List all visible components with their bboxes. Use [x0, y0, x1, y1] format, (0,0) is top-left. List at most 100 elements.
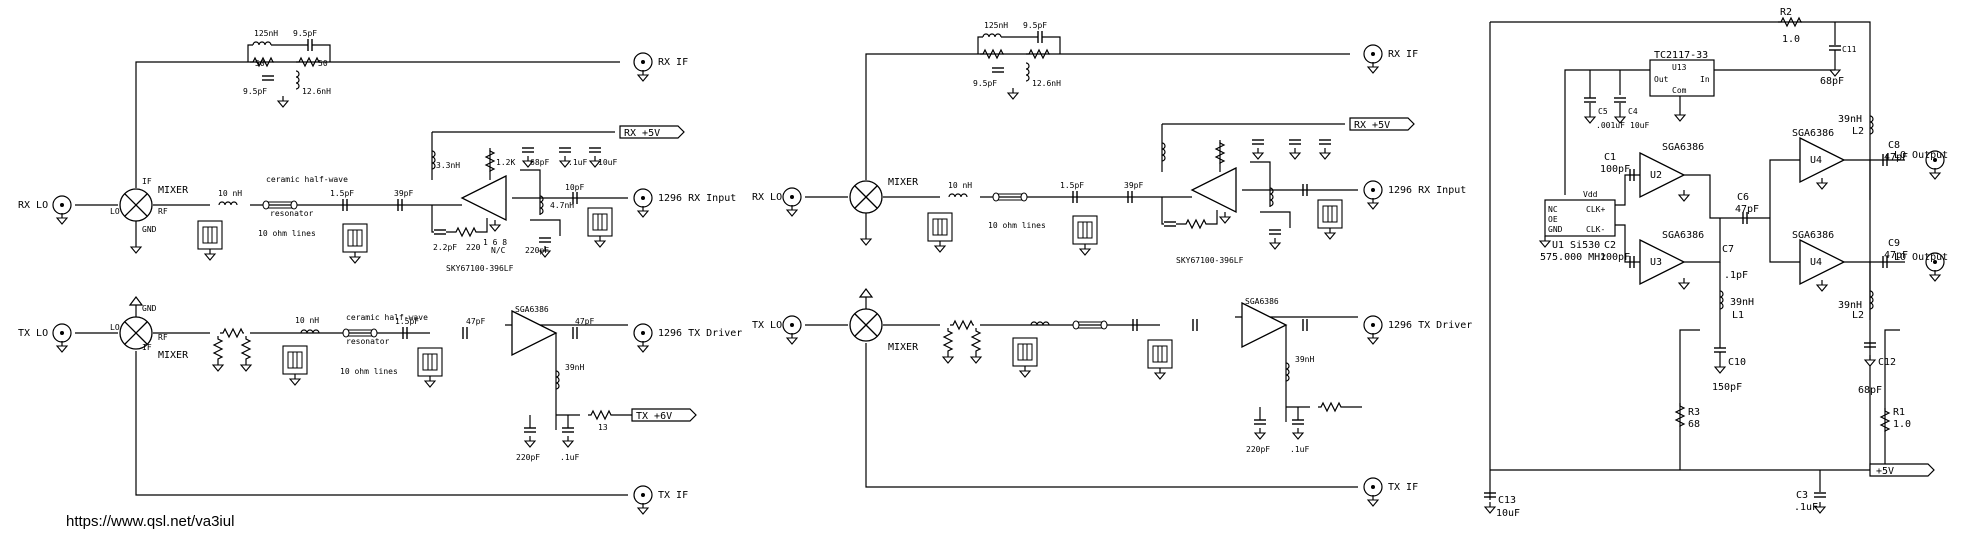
u13-chip-label: TC2117-33	[1654, 50, 1708, 61]
l33-label: 3.3nH	[436, 161, 460, 170]
u4b-label: U4	[1810, 257, 1822, 268]
freq-label: 575.000 MHz	[1540, 252, 1606, 263]
resonator-tx-label: resonator	[346, 337, 390, 346]
lo-pin-label-tx: LO	[110, 323, 120, 332]
u2-label: U2	[1650, 170, 1662, 181]
c15-label-b: 1.5pF	[1060, 181, 1084, 190]
tx-lo-label-b: TX LO	[752, 320, 782, 331]
c47b-label: 47pF	[575, 317, 594, 326]
nc-pin-label: NC	[1548, 205, 1558, 214]
pins168-label: 1 6 8	[483, 238, 507, 247]
l39-label: 39nH	[565, 363, 584, 372]
in-pin-label: In	[1700, 75, 1710, 84]
l10nh-label: 10 nH	[218, 189, 242, 198]
sga-label-b: SGA6386	[1245, 297, 1279, 306]
lo-pin-label: LO	[110, 207, 120, 216]
mixer-label-b: MIXER	[888, 177, 919, 188]
l125-label-b: 125nH	[984, 21, 1008, 30]
mixer-label-tx-b: MIXER	[888, 342, 919, 353]
c1-value: 100pF	[1600, 164, 1630, 175]
r50b-label: 50	[318, 59, 328, 68]
gnd-pin-label-u1: GND	[1548, 225, 1563, 234]
c95a-label: 9.5pF	[293, 29, 317, 38]
c12-label: C12	[1878, 357, 1896, 368]
sga-u4b-label: SGA6386	[1792, 230, 1834, 241]
sky-chip-label: SKY67100-396LF	[446, 264, 514, 273]
c3-label: C3	[1796, 490, 1808, 501]
c6-value: 47pF	[1735, 204, 1759, 215]
r12k-label: 1.2K	[496, 158, 515, 167]
c9-value: 47pF	[1884, 250, 1908, 261]
com-pin-label: Com	[1672, 86, 1687, 95]
oe-pin-label: OE	[1548, 215, 1558, 224]
tx-driver-label: 1296 TX Driver	[658, 328, 742, 339]
l2b-label: L2	[1852, 310, 1864, 321]
lo-output-2-label: LO Output	[1894, 252, 1948, 263]
c220b-label: 220pF	[516, 453, 540, 462]
lo-output-1-label: LO Output	[1894, 150, 1948, 161]
tx-driver-label-b: 1296 TX Driver	[1388, 320, 1472, 331]
c2-label: C2	[1604, 240, 1616, 251]
c3-value: .1uF	[1794, 502, 1818, 513]
rf-pin-label-tx: RF	[158, 333, 168, 342]
lo-board-section: R2 1.0 C11 68pF TC2117-33 U13 Out In Com…	[1483, 7, 1948, 519]
mixer-label-tx: MIXER	[158, 350, 189, 361]
c10-value: 150pF	[1712, 382, 1742, 393]
mixer-label: MIXER	[158, 185, 189, 196]
l126-label: 12.6nH	[302, 87, 331, 96]
l10nh-tx-label: 10 nH	[295, 316, 319, 325]
c10u-label: 10uF	[598, 158, 617, 167]
c6-label: C6	[1737, 192, 1749, 203]
c11-label: C11	[1842, 45, 1857, 54]
c11-value: 68pF	[1820, 76, 1844, 87]
c39-label-b: 39pF	[1124, 181, 1143, 190]
vdd-pin-label: Vdd	[1583, 190, 1598, 199]
r2-label: R2	[1780, 7, 1792, 18]
c68-label: 68pF	[530, 158, 549, 167]
c39-label: 39pF	[394, 189, 413, 198]
rx-tx-section-middle: RX IF RX LO 1296 RX Input RX +5V TX LO 1…	[752, 21, 1472, 507]
rx-input-label: 1296 RX Input	[658, 193, 736, 204]
ohm-lines-label-b: 10 ohm lines	[988, 221, 1046, 230]
r2-value: 1.0	[1782, 34, 1800, 45]
c95b-label-b: 9.5pF	[973, 79, 997, 88]
rx-if-label: RX IF	[658, 57, 688, 68]
u1-label: U1 Si530	[1552, 240, 1600, 251]
c7-value: .1pF	[1724, 270, 1748, 281]
nc-label: N/C	[491, 246, 506, 255]
gnd-pin-label: GND	[142, 225, 157, 234]
rx-5v-label: RX +5V	[624, 128, 660, 139]
l10nh-label-b: 10 nH	[948, 181, 972, 190]
ceramic-hw-label: ceramic half-wave	[266, 175, 348, 184]
c4-value: 10uF	[1630, 121, 1649, 130]
c1-label: C1	[1604, 152, 1616, 163]
r220-label: 220	[466, 243, 481, 252]
rf-pin-label: RF	[158, 207, 168, 216]
l2-value: 39nH	[1838, 114, 1862, 125]
c4-label: C4	[1628, 107, 1638, 116]
c5-label: C5	[1598, 107, 1608, 116]
l2-label: L2	[1852, 126, 1864, 137]
rx-lo-label-b: RX LO	[752, 192, 782, 203]
l126-label-b: 12.6nH	[1032, 79, 1061, 88]
tx-if-label-b: TX IF	[1388, 482, 1418, 493]
c15-tx-label: 1.5pF	[395, 317, 419, 326]
c12-value: 68pF	[1858, 385, 1882, 396]
c22-label: 2.2pF	[433, 243, 457, 252]
source-url: https://www.qsl.net/va3iul	[66, 513, 235, 530]
sga-label: SGA6386	[515, 305, 549, 314]
c13-label: C13	[1498, 495, 1516, 506]
c2-value: 100pF	[1600, 252, 1630, 263]
clkp-pin-label: CLK+	[1586, 205, 1605, 214]
clkm-pin-label: CLK-	[1586, 225, 1605, 234]
r3-value: 68	[1688, 419, 1700, 430]
l125-label: 125nH	[254, 29, 278, 38]
c8-label: C8	[1888, 140, 1900, 151]
rx-input-label-b: 1296 RX Input	[1388, 185, 1466, 196]
u3-label: U3	[1650, 257, 1662, 268]
c10-label: C10	[1728, 357, 1746, 368]
if-pin-label-tx: IF	[142, 343, 152, 352]
r50a-label: 50	[255, 59, 265, 68]
